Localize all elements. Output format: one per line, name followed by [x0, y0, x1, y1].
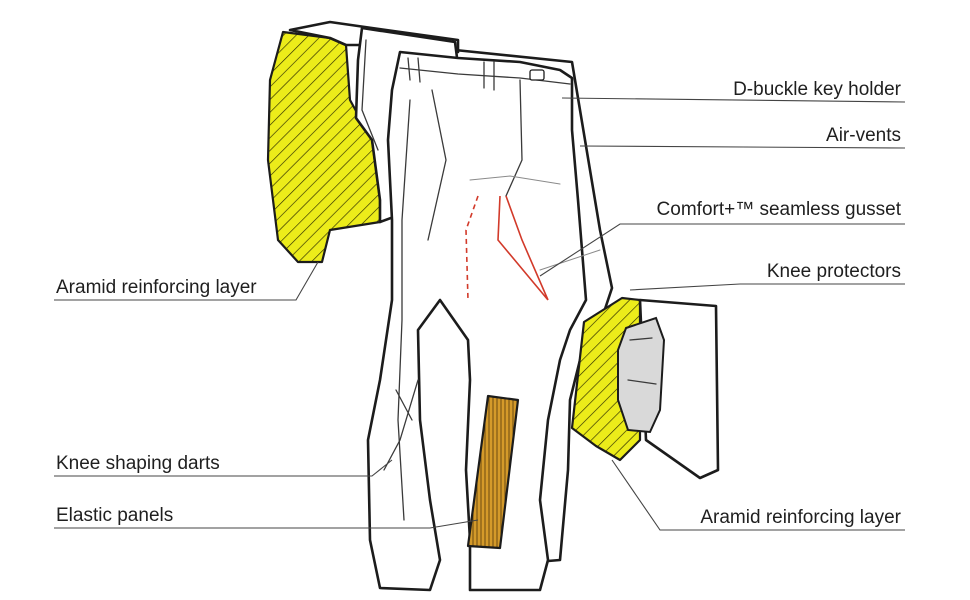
callout-gusset: Comfort+™ seamless gusset	[657, 199, 902, 220]
gusset-seam-dashed	[465, 195, 479, 301]
leader-aramid-hip	[54, 261, 319, 301]
waistband	[399, 67, 571, 85]
callout-knee-darts: Knee shaping darts	[56, 453, 220, 474]
leader-knee-darts	[54, 459, 393, 477]
leader-knee-protectors	[629, 283, 905, 291]
front-pocket	[427, 89, 447, 241]
elastic-panel	[466, 394, 520, 550]
leader-gusset	[539, 223, 905, 277]
leader-d-buckle	[561, 97, 906, 103]
callout-aramid-hip: Aramid reinforcing layer	[56, 277, 257, 298]
callout-knee-protectors: Knee protectors	[767, 261, 901, 282]
fly-seam	[505, 79, 523, 197]
callout-elastic-panels: Elastic panels	[56, 505, 173, 526]
callout-aramid-knee: Aramid reinforcing layer	[700, 507, 901, 528]
knee-dart	[383, 379, 419, 471]
belt-loop-2	[483, 61, 495, 91]
leader-air-vents	[579, 145, 906, 149]
leader-lines	[54, 97, 906, 531]
side-seam	[397, 99, 411, 521]
waist-tab	[529, 69, 545, 81]
trousers-illustration	[266, 20, 720, 592]
callout-air-vents: Air-vents	[826, 125, 901, 146]
aramid-hip-layer	[266, 30, 382, 264]
gusset-seam	[497, 195, 549, 301]
leader-elastic-panels	[54, 519, 479, 529]
callout-d-buckle: D-buckle key holder	[733, 79, 902, 100]
leader-aramid-knee	[611, 459, 905, 531]
belt-loop-1	[407, 57, 421, 83]
knee-protector	[617, 316, 666, 434]
front-leg	[366, 50, 588, 592]
seat-seam	[361, 39, 379, 151]
callout-labels: D-buckle key holder Air-vents Comfort+™ …	[56, 79, 902, 528]
